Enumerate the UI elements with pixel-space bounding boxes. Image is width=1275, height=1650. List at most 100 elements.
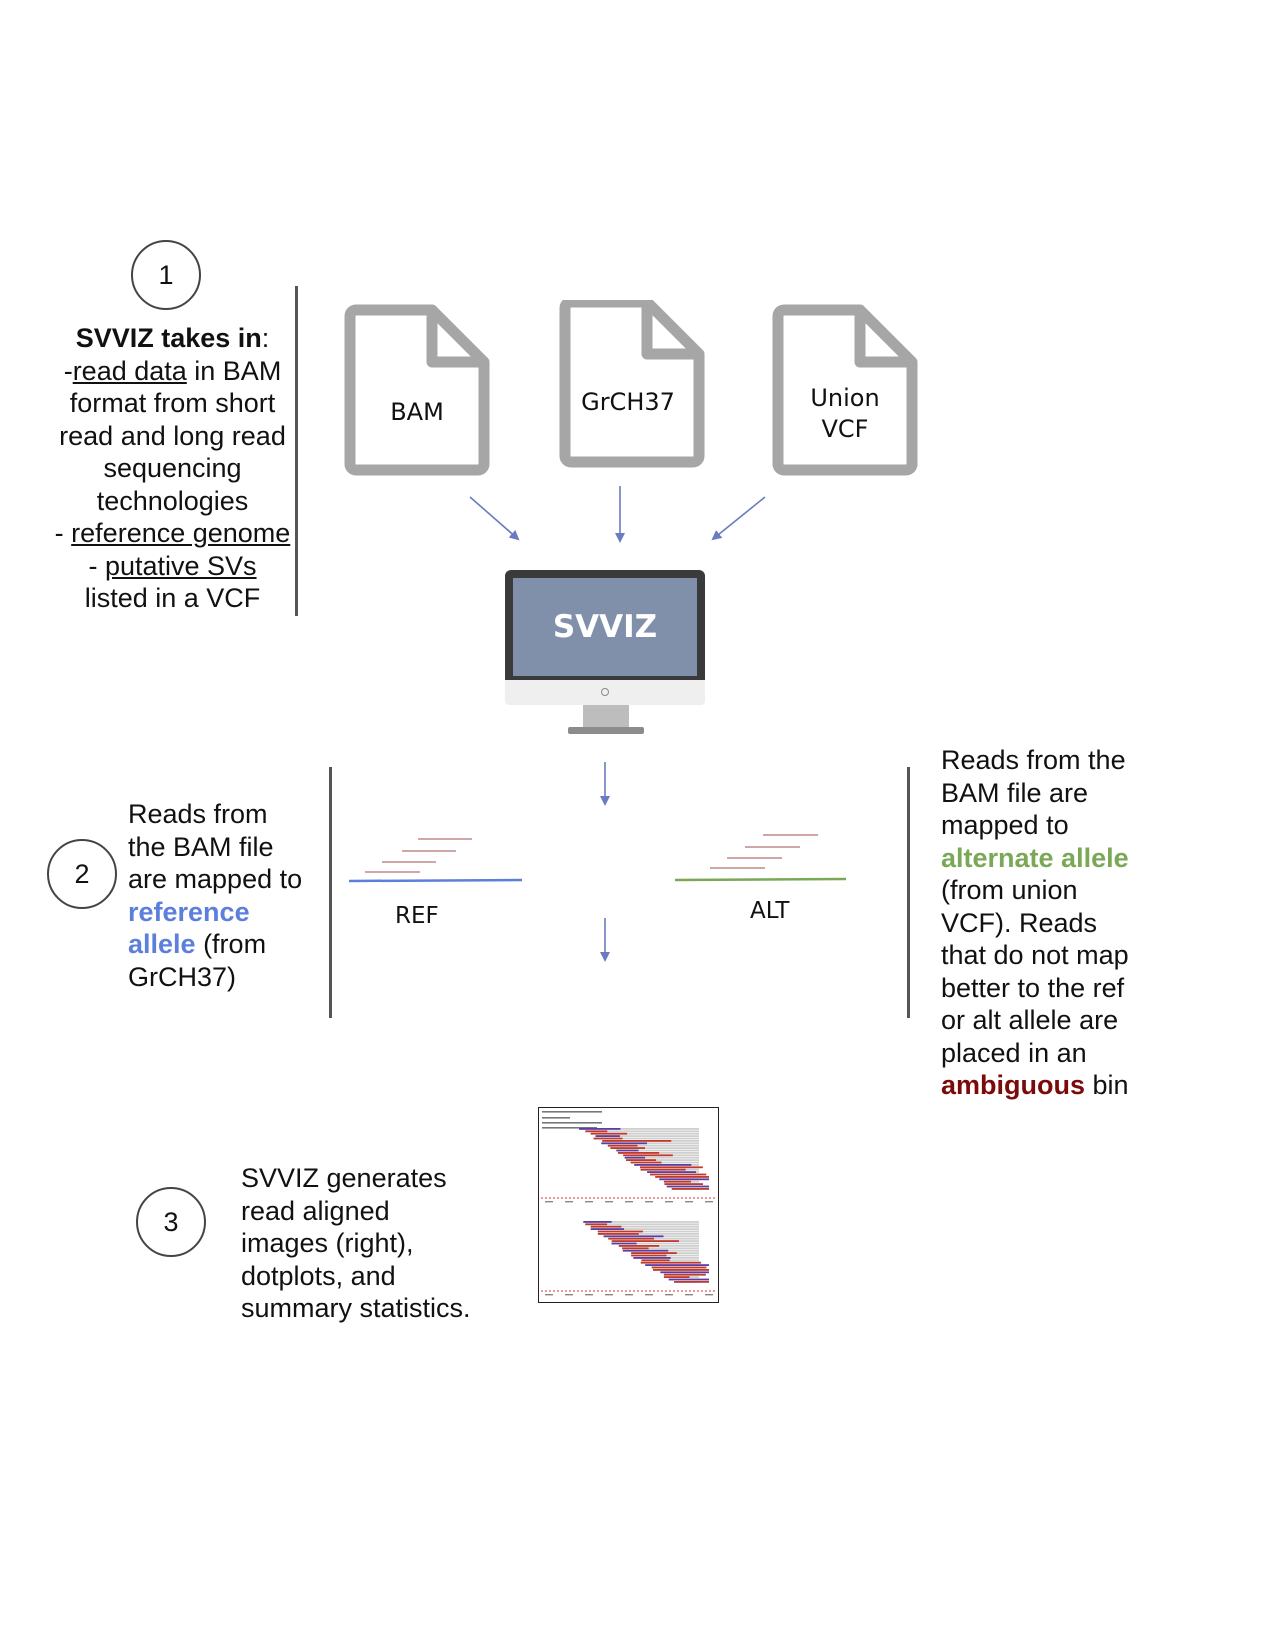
thumb-alt-panel-read bbox=[659, 1178, 709, 1181]
union-vcf-file-icon bbox=[772, 304, 918, 476]
flow-arrows bbox=[469, 486, 766, 962]
thumb-ref-panel-read bbox=[668, 1278, 709, 1281]
thumb-ref-panel-tick-label bbox=[665, 1294, 673, 1296]
ref-label: REF bbox=[395, 903, 439, 929]
svviz-screen-label: SVVIZ bbox=[552, 609, 658, 645]
thumb-ref-panel-read bbox=[663, 1276, 690, 1278]
thumb-alt-panel-tick-label bbox=[585, 1201, 593, 1203]
grch37-file-icon bbox=[559, 300, 705, 468]
thumb-ref-panel-grey-read bbox=[622, 1247, 699, 1250]
thumb-ref-panel-grey-read bbox=[641, 1259, 699, 1262]
thumb-alt-panel-grey-read bbox=[595, 1135, 699, 1137]
thumb-ref-panel-read bbox=[583, 1221, 612, 1223]
thumb-alt-panel-read bbox=[616, 1149, 639, 1152]
step-2-right-divider bbox=[907, 767, 910, 1018]
thumb-alt-panel-read bbox=[624, 1156, 646, 1159]
thumb-alt-panel-read bbox=[671, 1188, 709, 1190]
thumb-ref-panel-read bbox=[611, 1240, 679, 1242]
thumb-ref-panel-read bbox=[611, 1242, 637, 1245]
thumb-alt-panel-grey-read bbox=[610, 1147, 699, 1149]
thumb-header-line bbox=[542, 1122, 602, 1124]
thumb-ref-panel-read bbox=[660, 1271, 709, 1274]
step-1-divider bbox=[295, 286, 298, 616]
thumb-ref-panel-read bbox=[603, 1235, 664, 1238]
thumb-alt-panel-read bbox=[595, 1135, 620, 1137]
thumb-alt-panel-read bbox=[664, 1183, 704, 1185]
read-aligned-image bbox=[541, 1111, 715, 1296]
arrow-bam-to-svviz bbox=[469, 496, 520, 541]
thumb-ref-panel-read bbox=[645, 1264, 709, 1266]
thumb-alt-panel-tick-label bbox=[625, 1201, 633, 1203]
thumb-alt-panel-grey-read bbox=[579, 1128, 699, 1130]
reference-genome-term: reference genome bbox=[71, 518, 291, 548]
thumb-alt-panel-tick-label bbox=[545, 1201, 553, 1203]
step-1-circle: 1 bbox=[131, 240, 201, 310]
read-mapping-illustration bbox=[348, 834, 847, 883]
alternate-allele-term: alternate allele bbox=[941, 842, 1129, 873]
thumb-ref-panel-read bbox=[640, 1261, 702, 1264]
thumb-alt-panel-read bbox=[630, 1161, 662, 1164]
thumb-alt-panel-read bbox=[590, 1132, 628, 1135]
thumb-alt-panel-read bbox=[585, 1130, 608, 1133]
thumb-alt-panel-grey-read bbox=[630, 1161, 699, 1164]
thumb-ref-panel-read bbox=[585, 1223, 608, 1226]
thumb-alt-panel-grey-read bbox=[625, 1159, 699, 1161]
thumb-alt-panel-grey-read bbox=[593, 1137, 699, 1140]
step-2-description: Reads from the BAM file are mapped to re… bbox=[128, 798, 318, 993]
thumb-ref-panel-tick-label bbox=[705, 1294, 713, 1296]
thumb-alt-panel-read bbox=[647, 1171, 696, 1173]
thumb-ref-panel-grey-read bbox=[597, 1233, 699, 1235]
alt-label: ALT bbox=[750, 898, 790, 924]
thumb-ref-panel-read bbox=[608, 1237, 655, 1240]
union-vcf-file-label: Union VCF bbox=[810, 384, 880, 443]
thumb-alt-panel-tick-label bbox=[605, 1201, 613, 1203]
bam-file-icon bbox=[344, 304, 490, 476]
step-1-number: 1 bbox=[158, 259, 174, 290]
thumb-alt-panel-read bbox=[649, 1173, 707, 1176]
bam-file-label: BAM bbox=[390, 398, 444, 426]
monitor-screen: SVVIZ bbox=[513, 578, 697, 676]
thumb-ref-panel-read bbox=[631, 1252, 677, 1254]
thumb-alt-panel-tick-label bbox=[665, 1201, 673, 1203]
thumb-alt-panel-tick-label bbox=[685, 1201, 693, 1203]
thumb-alt-panel-read bbox=[579, 1128, 621, 1130]
thumb-ref-panel-read bbox=[590, 1225, 622, 1228]
thumb-alt-panel-grey-read bbox=[624, 1156, 699, 1159]
thumb-ref-panel-read bbox=[597, 1230, 643, 1233]
thumb-header-line bbox=[542, 1111, 602, 1113]
thumb-ref-panel-grey-read bbox=[590, 1228, 699, 1230]
read-data-term: read data bbox=[72, 355, 187, 386]
thumb-ref-panel-tick-label bbox=[625, 1294, 633, 1296]
thumb-ref-panel-read bbox=[622, 1247, 649, 1250]
thumb-ref-panel-read bbox=[631, 1254, 667, 1257]
thumb-ref-panel-read bbox=[622, 1249, 669, 1252]
thumb-ref-panel-read bbox=[618, 1245, 660, 1247]
thumb-ref-panel-read bbox=[590, 1228, 625, 1230]
thumb-header-line bbox=[542, 1127, 597, 1129]
thumb-alt-panel-read bbox=[607, 1144, 638, 1147]
thumb-ref-panel-grey-read bbox=[590, 1225, 699, 1228]
thumb-ref-panel-read bbox=[653, 1269, 709, 1271]
arrow-vcf-to-svviz bbox=[711, 496, 766, 541]
thumb-alt-panel-read bbox=[625, 1159, 657, 1161]
step-3-circle: 3 bbox=[136, 1187, 206, 1257]
thumb-ref-panel-tick-label bbox=[685, 1294, 693, 1296]
ref-allele-line bbox=[348, 878, 523, 883]
thumb-alt-panel-tick-label bbox=[565, 1201, 573, 1203]
ref-reads bbox=[365, 838, 472, 873]
thumb-alt-panel-read bbox=[634, 1164, 692, 1166]
thumb-alt-panel-grey-read bbox=[585, 1130, 699, 1133]
file-icons-group bbox=[344, 300, 918, 476]
thumb-ref-panel-read bbox=[651, 1266, 707, 1269]
thumb-alt-panel-tick-label bbox=[705, 1201, 713, 1203]
svviz-monitor: SVVIZ bbox=[505, 570, 705, 735]
thumb-ref-panel-tick-label bbox=[585, 1294, 593, 1296]
thumb-ref-panel-grey-read bbox=[611, 1242, 699, 1245]
thumb-alt-panel-read bbox=[623, 1154, 673, 1157]
step-3-description: SVVIZ generates read aligned images (rig… bbox=[241, 1163, 471, 1323]
thumb-alt-panel-read bbox=[663, 1180, 691, 1183]
thumb-alt-panel-read bbox=[593, 1137, 623, 1140]
thumb-alt-panel-read bbox=[666, 1185, 709, 1188]
thumb-alt-panel-tick-label bbox=[645, 1201, 653, 1203]
step-2-left-divider bbox=[329, 767, 332, 1018]
